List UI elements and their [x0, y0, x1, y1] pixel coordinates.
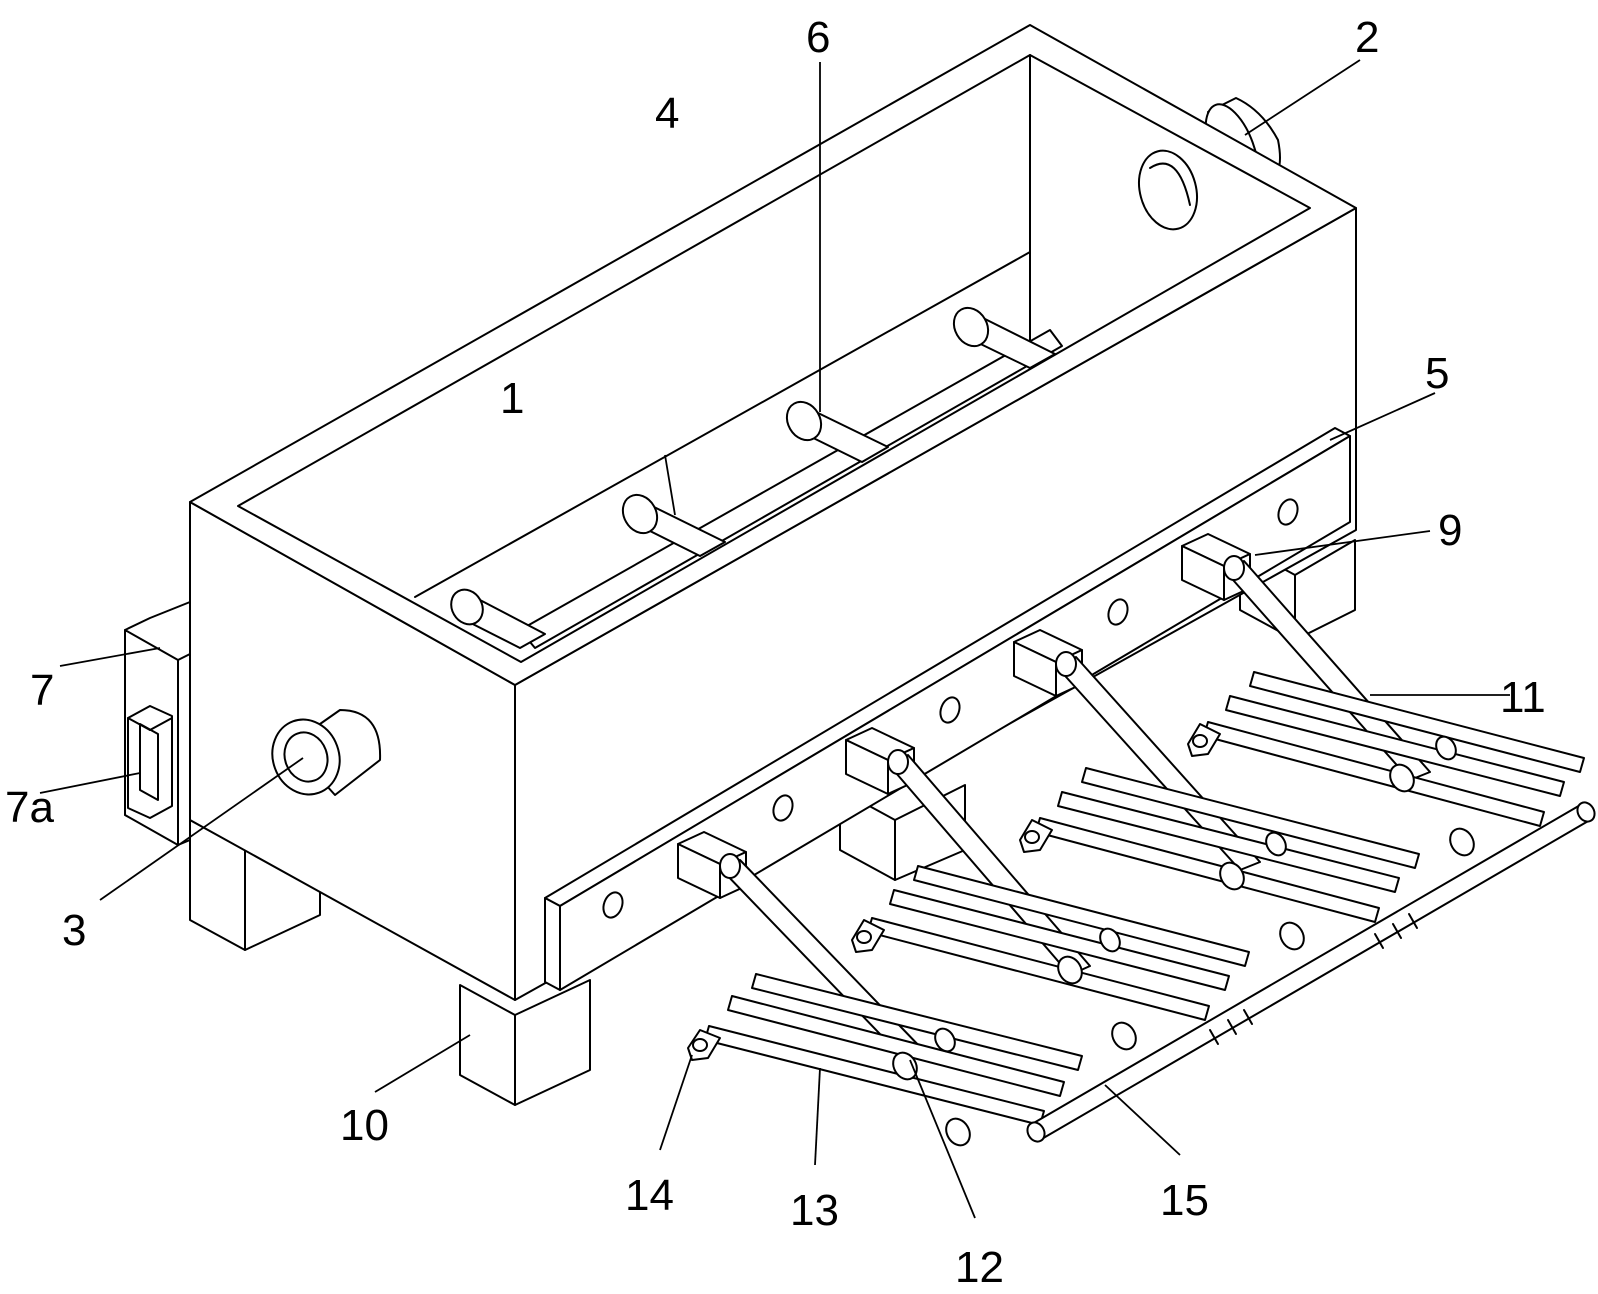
- leader-lines: [39, 59, 1510, 1219]
- tank-opening: [238, 55, 1310, 662]
- roller-group-3: [1020, 768, 1419, 954]
- stirring-paddle-3: [780, 396, 888, 462]
- stirring-paddle-4: [947, 302, 1055, 368]
- roller-group-1: [688, 974, 1082, 1150]
- part-labels: 1 2 3 4 5 6 7 7a 9 10 11 12 13 14 15: [5, 13, 1546, 1292]
- label-part-13: 13: [790, 1186, 839, 1235]
- label-part-12: 12: [955, 1243, 1004, 1292]
- stirring-paddle-1: [445, 584, 545, 648]
- label-part-7: 7: [30, 666, 54, 715]
- mounting-plate: [545, 428, 1350, 990]
- label-part-2: 2: [1355, 13, 1379, 62]
- label-part-15: 15: [1160, 1176, 1209, 1225]
- support-leg-front: [460, 980, 590, 1105]
- label-part-5: 5: [1425, 349, 1449, 398]
- label-part-6: 6: [806, 13, 830, 62]
- frame-rail: [1024, 799, 1598, 1144]
- label-part-7a: 7a: [5, 783, 54, 832]
- label-part-11: 11: [1500, 673, 1546, 722]
- label-part-9: 9: [1438, 506, 1462, 555]
- label-part-14: 14: [625, 1171, 674, 1220]
- label-part-10: 10: [340, 1101, 389, 1150]
- gear-box-handle: [128, 706, 172, 818]
- roller-group-2: [852, 866, 1249, 1054]
- stirring-paddle-2: [616, 489, 725, 556]
- shaft-hole: [1131, 144, 1206, 236]
- outlet-pipe: [262, 710, 380, 804]
- label-part-1: 1: [500, 374, 524, 423]
- label-part-3: 3: [62, 906, 86, 955]
- label-part-4: 4: [655, 89, 679, 138]
- roller-group-4: [1188, 672, 1584, 860]
